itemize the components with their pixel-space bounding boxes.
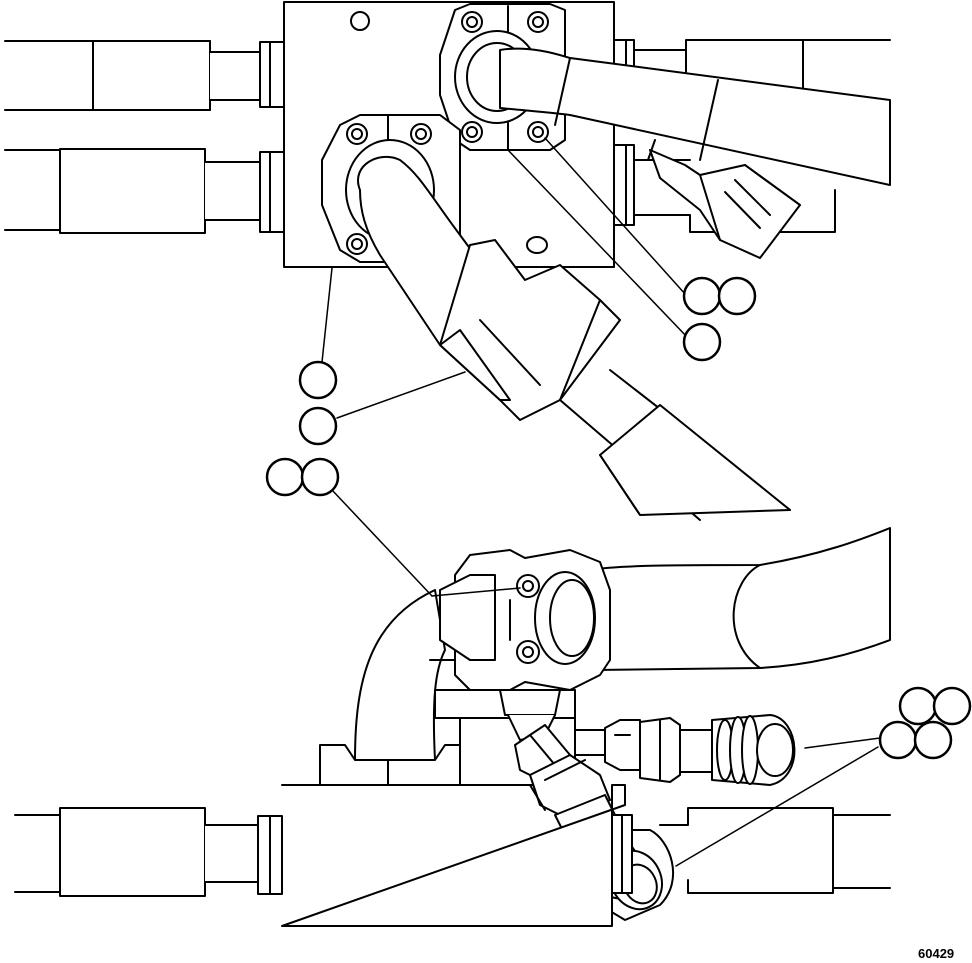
lower-flange — [439, 549, 611, 691]
callout-bubble — [265, 457, 305, 497]
upper-right-hose-elbow — [499, 47, 891, 186]
lower-right-hose-stub — [611, 807, 891, 894]
figure-number: 60429 — [918, 946, 955, 961]
callout-bubble — [932, 686, 972, 726]
callout-bubble — [298, 360, 338, 400]
callout-bubble — [717, 276, 757, 316]
callout-bubble — [913, 720, 953, 760]
callout-bubble — [298, 406, 338, 446]
callout-bubble — [878, 720, 918, 760]
callout-leader-lines — [321, 137, 881, 867]
upper-left-hose — [357, 155, 791, 521]
upper-right-fitting — [649, 149, 801, 259]
callout-bubble — [682, 276, 722, 316]
upper-left-hoses — [4, 40, 285, 234]
lower-right-quick-coupler — [574, 714, 796, 786]
callout-bubble — [898, 686, 938, 726]
lower-right-hose — [589, 527, 891, 671]
lower-left-hose — [14, 807, 283, 897]
callout-bubble — [682, 322, 722, 362]
callout-bubble — [300, 457, 340, 497]
callout-bubbles — [265, 276, 972, 760]
